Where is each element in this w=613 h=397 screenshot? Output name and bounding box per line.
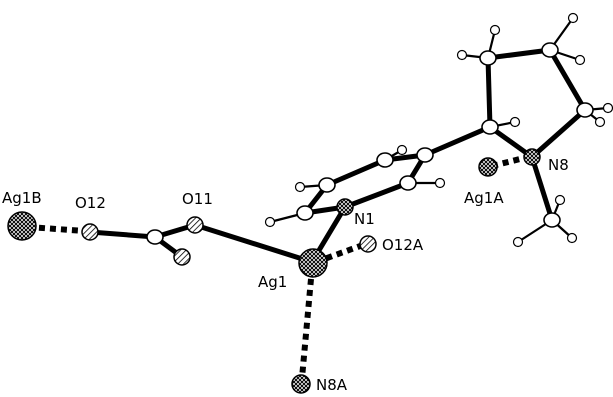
hydrogen-atoms xyxy=(264,12,613,248)
bond-c5-n8 xyxy=(529,107,588,160)
atom-o12a xyxy=(359,235,377,253)
atom-ag1 xyxy=(298,248,328,278)
ring-bond-6 xyxy=(342,180,411,210)
bond-o12-c xyxy=(87,229,158,240)
label-o11: O11 xyxy=(182,190,213,208)
label-n1: N1 xyxy=(354,210,375,228)
bond-c4-c5 xyxy=(547,47,588,113)
bond-o11-ag1 xyxy=(192,222,315,265)
atom-n8a xyxy=(291,374,311,394)
atom-ag1a xyxy=(478,157,498,177)
bond-ag1-n8a xyxy=(299,267,315,379)
atom-o-carboxyl xyxy=(173,248,191,266)
atom-n1 xyxy=(336,198,354,216)
label-o12: O12 xyxy=(75,194,106,212)
label-n8a: N8A xyxy=(316,376,348,394)
carbon-atoms xyxy=(146,42,594,245)
label-ag1b: Ag1B xyxy=(2,189,42,207)
label-ag1: Ag1 xyxy=(258,273,287,291)
bond-ag1b-o12 xyxy=(27,224,86,234)
bond-c3-c4 xyxy=(485,47,553,61)
bond-ag1-o12a xyxy=(314,242,365,265)
label-o12a: O12A xyxy=(382,236,424,254)
bond-n8-me xyxy=(529,154,555,223)
bond-ring-c2 xyxy=(422,124,493,158)
ring-bond-3 xyxy=(324,157,388,188)
atom-n8 xyxy=(523,148,541,166)
atom-ag1b xyxy=(7,211,37,241)
label-n8: N8 xyxy=(548,156,569,174)
label-ag1a: Ag1A xyxy=(464,189,504,207)
atom-o12 xyxy=(81,223,99,241)
atom-o11 xyxy=(186,216,204,234)
bond-c2-c3 xyxy=(485,55,493,130)
